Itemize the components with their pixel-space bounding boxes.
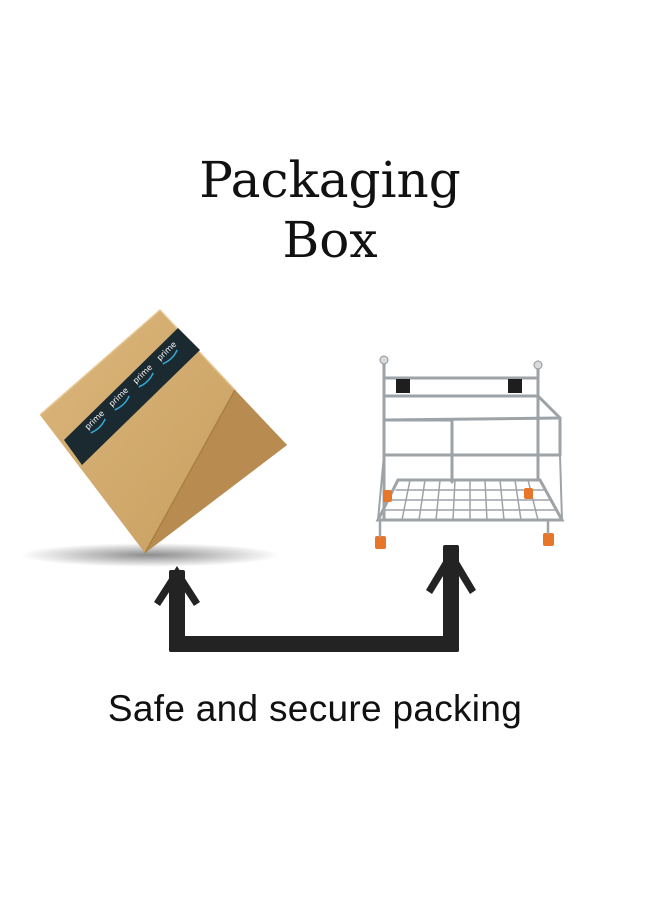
page-title: Packaging Box	[0, 150, 660, 270]
title-line-1: Packaging	[199, 151, 461, 209]
box-front-face	[40, 310, 235, 553]
tape-logo-row: prime prime prime prime	[83, 340, 178, 434]
title-line-2: Box	[282, 211, 378, 269]
caption-text: Safe and secure packing	[107, 688, 523, 729]
connector-arrow	[154, 545, 476, 652]
wire-rack-illustration	[375, 355, 565, 549]
cardboard-box-illustration: prime prime prime prime	[20, 308, 287, 567]
box-shadow	[20, 543, 280, 567]
rubber-feet	[375, 488, 554, 549]
box-right-face	[145, 390, 287, 553]
